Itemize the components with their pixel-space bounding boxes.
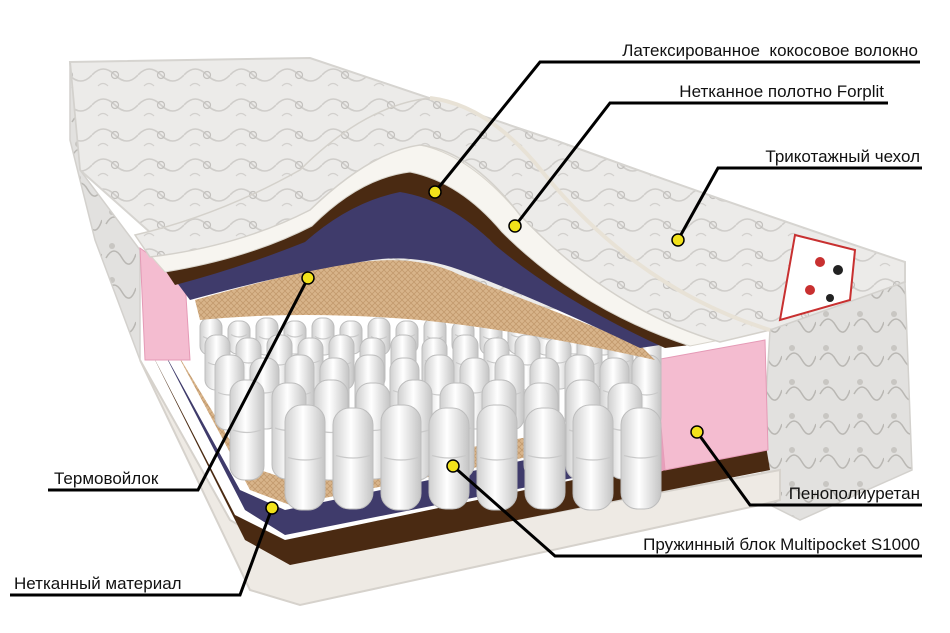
- bottom-coir-layer: [150, 350, 770, 565]
- pocket-spring: [380, 404, 422, 511]
- label-spring-block: Пружинный блок Multipocket S1000: [643, 535, 920, 554]
- marker-spring-block: [446, 459, 460, 473]
- peeled-felt-layer: [175, 190, 660, 348]
- pocket-spring-fold: [527, 454, 563, 459]
- pocket-spring-fold: [230, 333, 248, 338]
- pocket-spring-fold: [232, 429, 262, 434]
- label-forplit: Нетканное полотно Forplit: [679, 82, 884, 101]
- leader-nonwoven: [10, 507, 274, 597]
- pocket-spring-fold: [479, 456, 515, 461]
- marker-thermofelt: [301, 271, 315, 285]
- pocket-spring-fold: [431, 454, 467, 459]
- peeled-layers: [133, 96, 773, 360]
- pocket-spring-fold: [335, 454, 371, 459]
- right-side-panel: [759, 280, 913, 521]
- marker-nonwoven: [265, 501, 279, 515]
- label-thermofelt: Термовойлок: [54, 469, 159, 488]
- pocket-spring-fold: [623, 454, 659, 459]
- marker-latex-coir: [428, 185, 442, 199]
- label-nonwoven: Нетканный материал: [14, 574, 182, 593]
- marker-forplit: [508, 219, 522, 233]
- marker-cover: [671, 233, 685, 247]
- spring-block: [199, 317, 662, 511]
- peeled-mesh-layer: [195, 260, 655, 360]
- leader-spring-block: [452, 464, 922, 558]
- pocket-spring-fold: [287, 456, 323, 461]
- brand-label: [778, 233, 857, 322]
- pocket-spring: [284, 404, 326, 511]
- callouts: [10, 60, 922, 597]
- leader-forplit: [513, 101, 888, 227]
- leader-cover: [676, 166, 922, 241]
- pocket-spring-fold: [314, 335, 332, 340]
- marker-polyurethane: [690, 425, 704, 439]
- pocket-spring-fold: [383, 456, 419, 461]
- leader-polyurethane: [695, 431, 922, 507]
- pocket-spring-fold: [575, 456, 611, 461]
- pocket-spring-fold: [286, 333, 304, 338]
- pocket-spring: [572, 404, 614, 511]
- label-cover: Трикотажный чехол: [765, 147, 920, 166]
- pocket-spring: [476, 404, 518, 511]
- leader-latex-coir: [433, 60, 920, 193]
- label-latex-coir: Латексированное кокосовое волокно: [622, 41, 918, 60]
- leader-thermofelt: [48, 277, 310, 492]
- peeled-coir-layer: [165, 170, 690, 348]
- label-polyurethane: Пенополиуретан: [789, 484, 920, 503]
- labels: Латексированное кокосовое волокно Неткан…: [14, 41, 920, 593]
